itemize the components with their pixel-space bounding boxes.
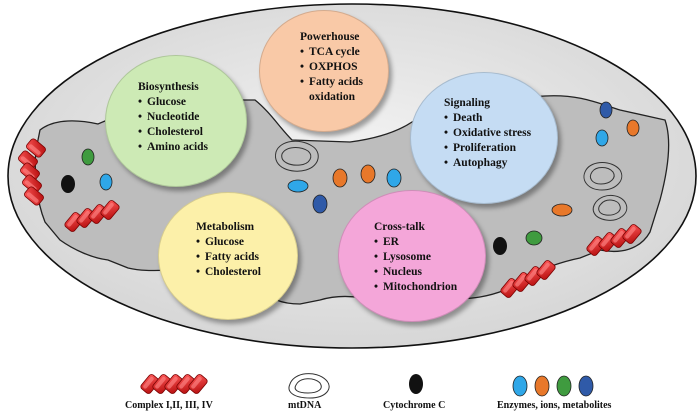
biosynthesis-title: Biosynthesis xyxy=(138,81,199,93)
cytochrome-c xyxy=(61,175,75,193)
signaling-item: Proliferation xyxy=(444,141,531,156)
powerhouse-item: Fatty acids xyxy=(300,75,363,90)
enzyme-navy xyxy=(599,101,613,119)
enzymes-group xyxy=(81,101,640,246)
signaling-text: Signaling Death Oxidative stress Prolife… xyxy=(444,96,531,171)
enzyme-green xyxy=(525,230,543,246)
biosynthesis-item: Cholesterol xyxy=(138,125,208,140)
enzyme-blue xyxy=(99,173,113,191)
enzyme-blue xyxy=(595,129,609,147)
crosstalk-text: Cross-talk ER Lysosome Nucleus Mitochond… xyxy=(374,220,457,295)
legend-mtdna-icon xyxy=(288,373,330,399)
enzyme-orange xyxy=(360,164,376,184)
metabolism-item: Fatty acids xyxy=(196,250,261,265)
signaling-list: Death Oxidative stress Proliferation Aut… xyxy=(444,111,531,171)
metabolism-item: Cholesterol xyxy=(196,265,261,280)
mtdna-group xyxy=(275,140,628,221)
metabolism-title: Metabolism xyxy=(196,221,255,233)
enzyme-blue xyxy=(287,179,309,193)
enzyme-navy xyxy=(312,194,328,214)
signaling-item: Death xyxy=(444,111,531,126)
crosstalk-item: ER xyxy=(374,235,457,250)
crosstalk-bubble xyxy=(338,190,486,322)
cytochrome-c xyxy=(493,237,507,255)
biosynthesis-text: Biosynthesis Glucose Nucleotide Choleste… xyxy=(138,80,208,155)
signaling-item: Oxidative stress xyxy=(444,126,531,141)
crosstalk-title: Cross-talk xyxy=(374,221,425,233)
legend-cytochrome-label: Cytochrome C xyxy=(383,400,446,411)
powerhouse-item: TCA cycle xyxy=(300,45,363,60)
powerhouse-list: TCA cycle OXPHOS Fatty acids oxidation xyxy=(300,45,363,105)
enzyme-blue xyxy=(386,168,402,188)
metabolism-text: Metabolism Glucose Fatty acids Cholester… xyxy=(196,220,261,280)
signaling-item: Autophagy xyxy=(444,156,531,171)
legend-enzyme-icons xyxy=(512,375,594,397)
powerhouse-item-cont: oxidation xyxy=(309,91,356,103)
mtdna-icon xyxy=(592,195,628,221)
crosstalk-item: Lysosome xyxy=(374,250,457,265)
biosynthesis-item: Amino acids xyxy=(138,140,208,155)
biosynthesis-item: Glucose xyxy=(138,95,208,110)
enzyme-orange xyxy=(626,119,640,137)
enzyme-orange xyxy=(332,168,348,188)
enzyme-green xyxy=(81,148,95,166)
metabolism-list: Glucose Fatty acids Cholesterol xyxy=(196,235,261,280)
biosynthesis-list: Glucose Nucleotide Cholesterol Amino aci… xyxy=(138,95,208,155)
legend-mtdna-label: mtDNA xyxy=(288,400,322,411)
crosstalk-item: Mitochondrion xyxy=(374,280,457,295)
crosstalk-list: ER Lysosome Nucleus Mitochondrion xyxy=(374,235,457,295)
powerhouse-text: Powerhouse TCA cycle OXPHOS Fatty acids … xyxy=(300,30,363,105)
metabolism-item: Glucose xyxy=(196,235,261,250)
crosstalk-item: Nucleus xyxy=(374,265,457,280)
legend-cytochrome-icon xyxy=(409,374,423,394)
legend-complex-label: Complex I,II, III, IV xyxy=(125,400,213,411)
signaling-title: Signaling xyxy=(444,97,491,109)
mtdna-icon xyxy=(275,140,319,172)
legend-enzymes-label: Enzymes, ions, metabolites xyxy=(497,400,612,411)
mtdna-icon xyxy=(583,162,623,191)
powerhouse-title: Powerhouse xyxy=(300,31,360,43)
powerhouse-item: OXPHOS xyxy=(300,60,363,75)
legend-complex-icon xyxy=(139,372,209,396)
enzyme-orange xyxy=(551,203,573,217)
biosynthesis-item: Nucleotide xyxy=(138,110,208,125)
